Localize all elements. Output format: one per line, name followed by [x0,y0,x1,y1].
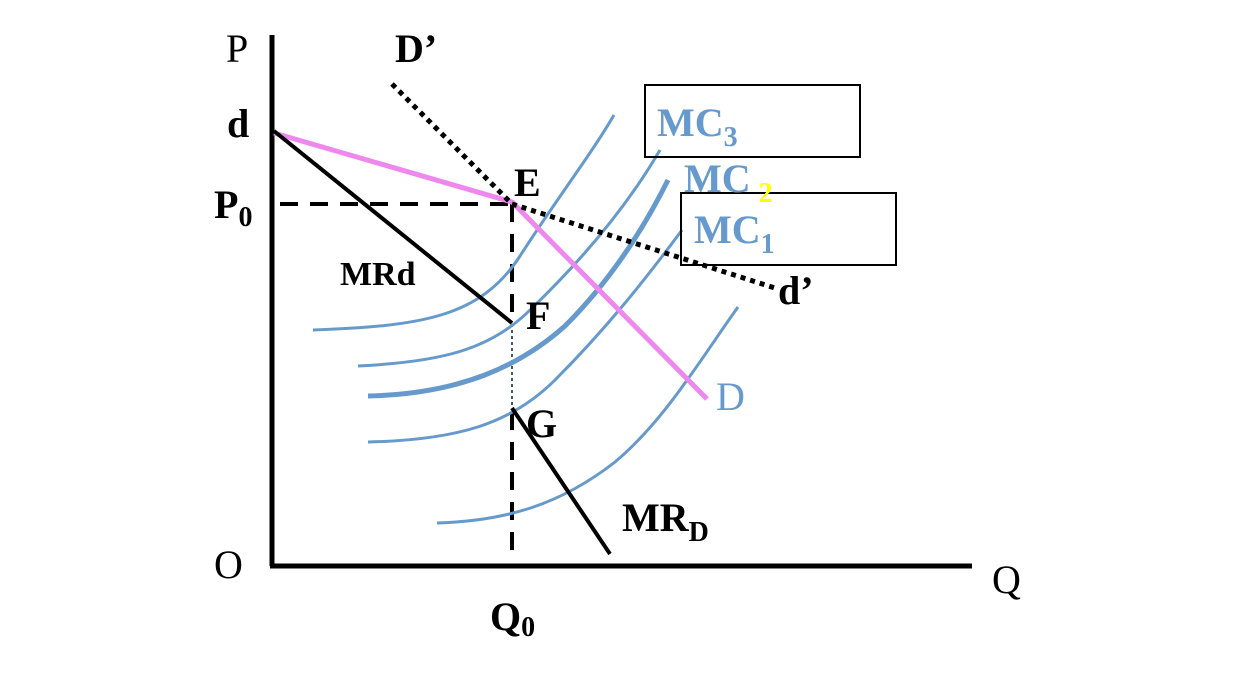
mr-D-subscript: D [689,517,709,548]
q0-label: Q0 [490,594,535,643]
mc1-label: MC1 [694,207,775,260]
mc2-subscript: 2 [759,178,773,209]
mr-D-main: MR [622,495,690,540]
mc-curve-second [357,149,662,368]
d-prime-dotted-line [511,201,779,292]
mc1-subscript: 1 [761,229,775,260]
mrd-label: MRd [340,256,416,293]
q0-subscript: 0 [521,612,535,643]
mc1-main: MC [694,207,761,252]
mc2-label: MC 2 [684,156,773,209]
x-axis-label: Q [992,557,1021,602]
G-label: G [526,401,557,446]
p0-label: P0 [214,182,252,233]
D-prime-label: D’ [395,26,437,71]
p0-main: P [214,182,238,227]
d-label: d [227,101,249,146]
q0-main: Q [490,594,521,639]
mc2-curve [367,178,671,399]
mc3-curve [312,114,616,332]
mc3-label: MC3 [657,100,738,153]
F-label: F [526,293,550,338]
D-label: D [716,374,745,419]
mc1-label-box [680,192,897,266]
mr-D-label: MRD [622,495,709,548]
mrd-line [272,129,514,325]
p0-subscript: 0 [238,202,252,233]
demand-curve-dED [273,130,709,401]
mc3-label-box [644,84,861,158]
mr-D-line [510,406,612,556]
mc-curve-lowest [436,306,740,525]
D-prime-dotted-line [390,82,514,206]
y-axis-label: P [226,26,248,71]
mc3-main: MC [657,100,724,145]
mc1-curve [367,229,684,444]
d-prime-label: d’ [778,268,814,313]
origin-label: O [214,542,243,587]
mc3-subscript: 3 [724,122,738,153]
mc2-main: MC [684,156,751,201]
E-label: E [514,160,541,205]
